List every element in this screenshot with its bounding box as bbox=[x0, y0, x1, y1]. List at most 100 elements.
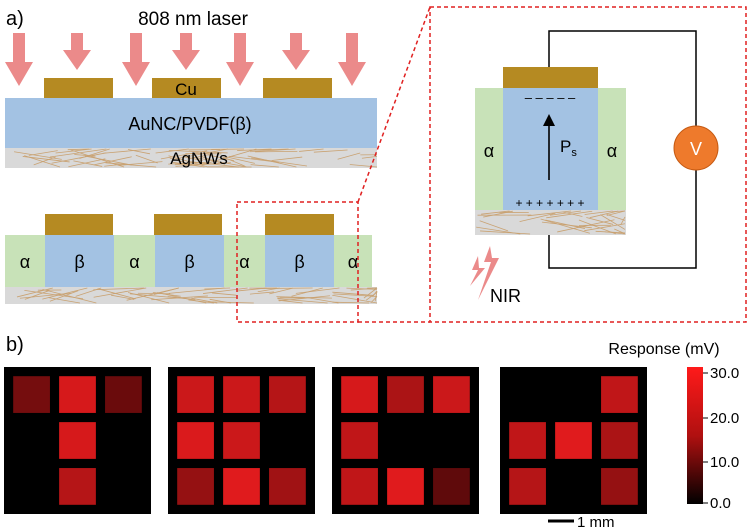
agnw-wire bbox=[259, 287, 313, 289]
pixel-cell bbox=[509, 468, 546, 505]
pixel-cell bbox=[433, 376, 470, 413]
laser-arrow bbox=[63, 33, 91, 70]
agnw-wire bbox=[49, 148, 107, 158]
pixel-cell bbox=[341, 376, 378, 413]
cu-electrode bbox=[152, 78, 221, 99]
agnw-wire bbox=[14, 151, 62, 160]
polarization-arrowhead bbox=[543, 114, 555, 126]
agnw-wire bbox=[93, 287, 147, 298]
agnw-wire bbox=[155, 148, 189, 154]
agnw-wire bbox=[24, 155, 61, 168]
agnw-wire bbox=[578, 219, 616, 235]
agnw-wire bbox=[204, 148, 257, 165]
agnw-wire bbox=[586, 217, 614, 225]
colorbar-tick-label: 10.0 bbox=[710, 454, 739, 471]
agnw-wire bbox=[174, 148, 229, 160]
cu-electrode bbox=[263, 78, 332, 99]
pixel-cell bbox=[341, 468, 378, 505]
segment-label: α bbox=[239, 252, 249, 272]
pixel-cell bbox=[601, 422, 638, 459]
agnw-wire bbox=[614, 228, 626, 235]
agnw-wire bbox=[79, 148, 110, 159]
agnw-wire bbox=[93, 156, 132, 166]
agnw-wire bbox=[104, 163, 125, 167]
agnw-wire bbox=[191, 156, 247, 168]
pixel-cell bbox=[223, 376, 260, 413]
colorbar-tick-label: 30.0 bbox=[710, 365, 739, 382]
agnw-wire bbox=[84, 155, 132, 166]
agnw-wire bbox=[295, 287, 340, 294]
colorbar-tick-label: 20.0 bbox=[710, 410, 739, 427]
nir-lightning-icon bbox=[470, 256, 485, 286]
agnw-wire bbox=[169, 157, 193, 166]
agnw-wire bbox=[479, 220, 509, 232]
agnw-wire bbox=[188, 299, 214, 304]
pixel-cell bbox=[555, 422, 592, 459]
nir-label: NIR bbox=[490, 286, 521, 306]
agnw-wire bbox=[168, 155, 209, 168]
pixel-cell bbox=[387, 468, 424, 505]
laser-label: 808 nm laser bbox=[138, 9, 249, 30]
beta-segment bbox=[155, 235, 224, 287]
zoom-box bbox=[429, 6, 747, 323]
beta-segment bbox=[265, 235, 334, 287]
agnw-wire bbox=[208, 301, 254, 304]
agnw-wire bbox=[168, 287, 225, 294]
agnw-wire bbox=[313, 149, 348, 153]
agnw-wire bbox=[606, 210, 626, 216]
pixel-cell bbox=[509, 422, 546, 459]
segment-label: β bbox=[294, 252, 304, 272]
pixel-cell bbox=[177, 422, 214, 459]
agnw-wire bbox=[73, 160, 103, 167]
zoom-alpha-left bbox=[475, 88, 503, 210]
cu-electrode bbox=[45, 214, 113, 235]
agnw-wire bbox=[55, 148, 92, 154]
agnw-wire bbox=[584, 223, 626, 232]
agnw-wire bbox=[42, 288, 97, 304]
pixel-cell bbox=[387, 376, 424, 413]
agnw-wire bbox=[365, 291, 378, 301]
agnw-wire bbox=[307, 297, 339, 304]
pixel-cell bbox=[223, 422, 260, 459]
beta-segment bbox=[45, 235, 114, 287]
agnw-wire bbox=[620, 216, 626, 226]
agnw-wire bbox=[519, 212, 556, 223]
voltmeter-icon bbox=[673, 125, 719, 171]
alpha-segment bbox=[334, 235, 372, 287]
negative-charges: – – – – – bbox=[525, 90, 576, 105]
laser-arrow bbox=[226, 33, 254, 86]
polarization-subscript: s bbox=[571, 147, 577, 159]
agnw-wire bbox=[541, 221, 592, 229]
agnw-wire bbox=[168, 149, 228, 154]
response-maps bbox=[4, 367, 647, 514]
agnw-wire bbox=[175, 162, 231, 167]
pvdf-film bbox=[5, 98, 377, 148]
polarization-symbol: P bbox=[560, 137, 571, 156]
agnw-wire bbox=[481, 210, 510, 215]
laser-arrow bbox=[172, 33, 200, 70]
agnw-wire bbox=[250, 148, 296, 153]
agnw-wire bbox=[249, 291, 274, 295]
agnw-wires bbox=[14, 148, 378, 168]
pixel-cell bbox=[601, 468, 638, 505]
zoom-cu-electrode bbox=[503, 67, 598, 88]
polarization-label: Ps bbox=[560, 137, 577, 159]
voltmeter-label: V bbox=[690, 139, 702, 159]
agnw-wire bbox=[167, 296, 196, 300]
agnw-wire bbox=[172, 161, 205, 168]
pixel-cell bbox=[433, 468, 470, 505]
agnw-wire bbox=[333, 293, 378, 297]
laser-arrows bbox=[5, 33, 366, 86]
agnw-wire bbox=[527, 210, 572, 217]
laser-arrow bbox=[338, 33, 366, 86]
agnw-wire bbox=[48, 297, 80, 304]
scale-bar-label: 1 mm bbox=[577, 514, 615, 531]
positive-charges: + + + + + + + bbox=[515, 196, 584, 210]
pixel-cell bbox=[177, 376, 214, 413]
agnw-wire bbox=[209, 298, 231, 304]
agnw-wire bbox=[250, 164, 279, 168]
colorbar-ticks bbox=[703, 372, 708, 504]
selection-box bbox=[236, 201, 359, 323]
agnw-wire bbox=[277, 298, 328, 304]
